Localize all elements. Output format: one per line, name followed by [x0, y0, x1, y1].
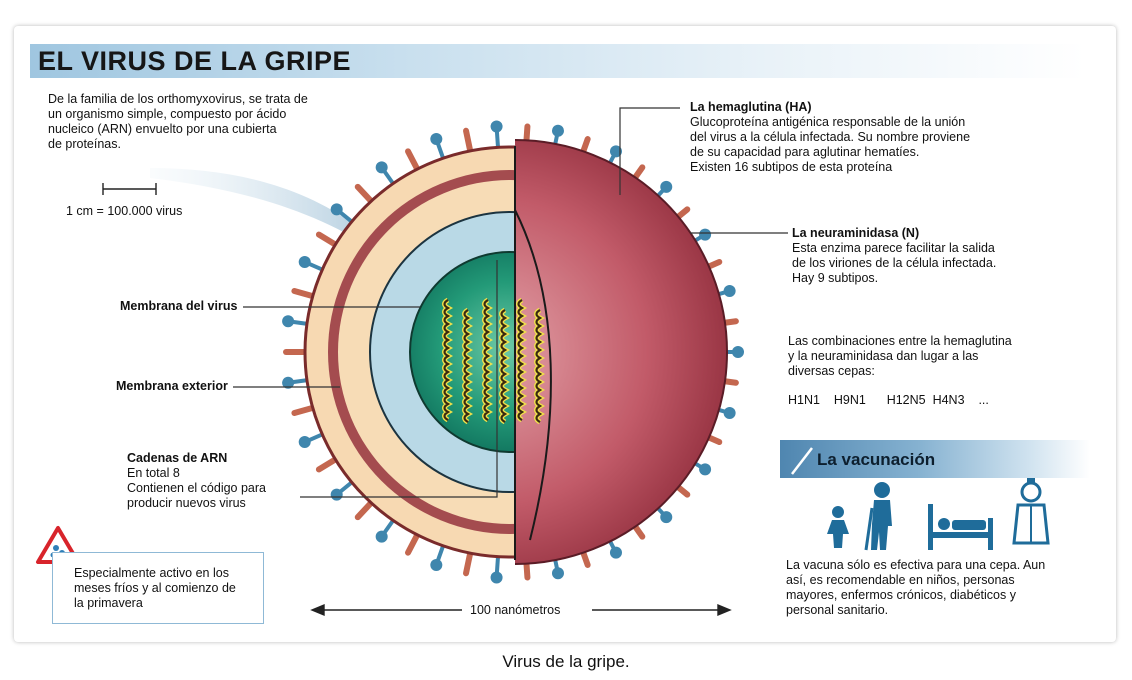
spike-head [375, 530, 388, 543]
strain: H1N1 [788, 393, 820, 407]
spike-head [723, 406, 736, 419]
outer-shell [515, 139, 728, 565]
note-line: meses fríos y al comienzo de [74, 581, 236, 595]
intro-line: de proteínas. [48, 137, 121, 151]
hemagglutinin-text: La hemaglutina (HA) Glucoproteína antigé… [690, 100, 970, 175]
vaccination-bar [780, 440, 1090, 478]
spike-head [430, 558, 443, 571]
spike-head [298, 436, 311, 449]
rna-chains-line: producir nuevos virus [127, 496, 246, 510]
strain: H12N5 [886, 393, 926, 407]
spike-head [330, 203, 343, 216]
rna-strand [500, 309, 508, 423]
syringe-icon [791, 447, 813, 475]
spike-head [490, 120, 503, 133]
neuraminidase-title: La neuraminidasa (N) [792, 226, 920, 240]
spike-head [699, 228, 712, 241]
intro-line: De la familia de los orthomyxovirus, se … [48, 92, 308, 106]
intro-line: nucleico (ARN) envuelto por una cubierta [48, 122, 277, 136]
spike-head [551, 124, 564, 137]
strain: ... [978, 393, 989, 407]
combinations-text: Las combinaciones entre la hemaglutina y… [788, 334, 1012, 379]
spike-head [330, 488, 343, 501]
vaccination-text: La vacuna sólo es efectiva para una cepa… [786, 558, 1045, 618]
strains-list: H1N1 H9N1 H12N5 H4N3 ... [788, 393, 989, 408]
intro-line: un organismo simple, compuesto por ácido [48, 107, 287, 121]
title-bar [30, 44, 1086, 78]
vaccination-icons [827, 478, 1050, 551]
vaccination-line: mayores, enfermos crónicos, diabéticos y [786, 588, 1016, 602]
spike-head [430, 133, 443, 146]
spike-head [490, 571, 503, 584]
size-arrow [310, 603, 732, 617]
rna-strand [517, 299, 525, 421]
spike-head [609, 145, 622, 158]
child-icon [827, 506, 849, 548]
note-line: Especialmente activo en los [74, 566, 229, 580]
rna-chains-text: Cadenas de ARN En total 8 Contienen el c… [127, 451, 266, 511]
hemagglutinin-line: Existen 16 subtipos de esta proteína [690, 160, 893, 174]
rna-strand [463, 309, 471, 423]
hemagglutinin-title: La hemaglutina (HA) [690, 100, 812, 114]
spike-head [282, 315, 295, 328]
page-title: EL VIRUS DE LA GRIPE [38, 46, 352, 76]
rna-strand [483, 299, 491, 421]
neuraminidase-line: Hay 9 subtipos. [792, 271, 879, 285]
rna-strand [535, 309, 543, 423]
spike-head [660, 511, 673, 524]
spike-head [282, 376, 295, 389]
spike-head [551, 567, 564, 580]
vaccination-line: personal sanitario. [786, 603, 889, 617]
rna-chains [442, 297, 546, 425]
spike-head [723, 285, 736, 298]
combinations-line: diversas cepas: [788, 364, 875, 378]
rna-chains-title: Cadenas de ARN [127, 451, 228, 465]
hemagglutinin-line: Glucoproteína antigénica responsable de … [690, 115, 966, 129]
rna-chains-line: Contienen el código para [127, 481, 266, 495]
sick-bed-icon [928, 504, 993, 550]
spike-head [375, 161, 388, 174]
spike-head [660, 180, 673, 193]
flare-shape [150, 168, 395, 265]
neuraminidase-text: La neuraminidasa (N) Esta enzima parece … [792, 226, 996, 286]
figure-caption: Virus de la gripe. [502, 652, 630, 671]
note-text: Especialmente activo en los meses fríos … [74, 566, 236, 611]
rna-strand [443, 299, 451, 421]
outer-membrane-label: Membrana exterior [116, 379, 228, 393]
combinations-line: y la neuraminidasa dan lugar a las [788, 349, 979, 363]
strain: H9N1 [833, 393, 866, 407]
section-curve [514, 209, 552, 541]
vaccination-title: La vacunación [817, 450, 936, 469]
medical-staff-icon [1012, 478, 1050, 545]
scale-bar [102, 183, 157, 195]
neuraminidase-line: Esta enzima parece facilitar la salida [792, 241, 995, 255]
note-box [52, 552, 264, 624]
size-label: 100 nanómetros [470, 603, 561, 617]
spike-head [699, 463, 712, 476]
elderly-icon [864, 482, 892, 551]
leader-lines [233, 107, 788, 498]
note-line: la primavera [74, 596, 143, 610]
scale-label: 1 cm = 100.000 virus [66, 204, 183, 218]
spike-head [609, 546, 622, 559]
hemagglutinin-line: de su capacidad para aglutinar hematíes. [690, 145, 920, 159]
hemagglutinin-line: del virus a la célula infectada. Su nomb… [690, 130, 971, 144]
membrane-virus-label: Membrana del virus [120, 299, 238, 313]
vaccination-line: así, es recomendable en niños, personas [786, 573, 1015, 587]
spike-head [298, 255, 311, 268]
combinations-line: Las combinaciones entre la hemaglutina [788, 334, 1012, 348]
vaccination-line: La vacuna sólo es efectiva para una cepa… [786, 558, 1046, 572]
intro-text: De la familia de los orthomyxovirus, se … [48, 92, 308, 152]
rna-chains-line: En total 8 [127, 466, 180, 480]
spike-head [732, 346, 744, 358]
strain: H4N3 [932, 393, 965, 407]
neuraminidase-line: de los viriones de la célula infectada. [792, 256, 997, 270]
